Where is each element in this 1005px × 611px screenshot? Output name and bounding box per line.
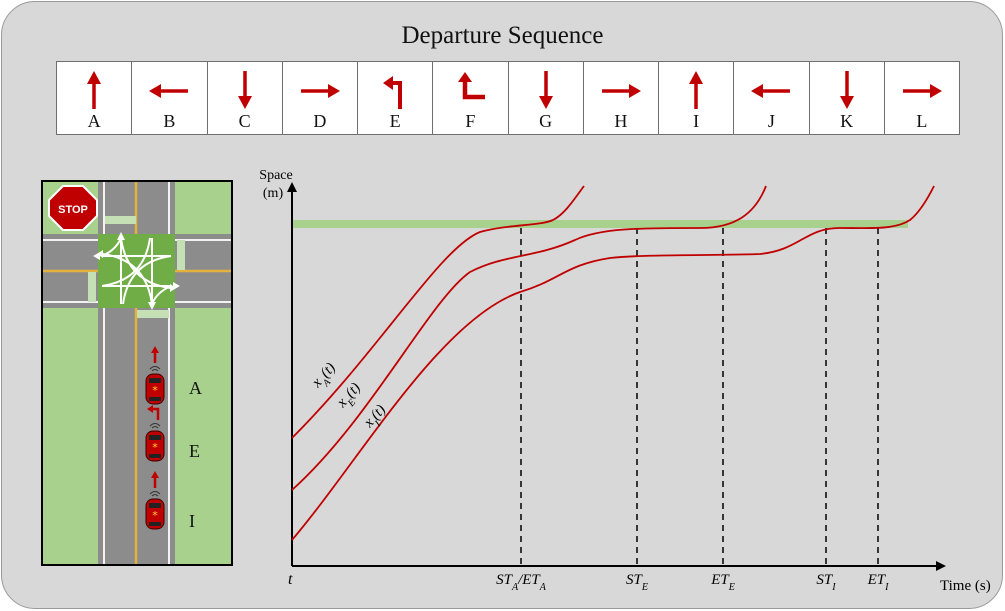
sequence-label: B — [163, 111, 176, 131]
sequence-cell: D — [283, 62, 358, 134]
arrow-down-icon — [839, 71, 854, 109]
trajectories — [291, 185, 935, 541]
grass-bottom-left — [43, 308, 98, 564]
sequence-cell: C — [208, 62, 283, 134]
arrow-left-icon — [751, 84, 791, 98]
stop-bar-west — [88, 272, 96, 302]
y-axis-unit: (m) — [263, 186, 284, 201]
intersection-illustration: STOP * * * — [41, 180, 233, 566]
sequence-label: K — [840, 111, 854, 131]
sequence-label: F — [465, 111, 476, 131]
arrow-up-icon — [87, 71, 102, 109]
arrow-down-icon — [237, 71, 252, 109]
tick-label-et-e: ETE — [710, 572, 735, 593]
path-arrowheads — [93, 232, 180, 310]
tick-label-st-et-a: STA/ETA — [496, 572, 547, 593]
trajectory-e — [291, 185, 767, 491]
sequence-cell: H — [584, 62, 659, 134]
origin-label: t — [288, 571, 293, 588]
vehicle: * — [145, 346, 165, 405]
svg-text:*: * — [152, 509, 158, 522]
sequence-label: I — [693, 111, 700, 131]
svg-text:*: * — [152, 384, 158, 397]
arrow-left-icon — [149, 84, 189, 98]
svg-text:*: * — [152, 441, 158, 454]
sequence-label: H — [614, 111, 628, 131]
trajectory-i — [291, 185, 935, 541]
grass-bottom-right — [175, 308, 231, 564]
intersection-frame — [41, 180, 233, 566]
sequence-label: C — [238, 111, 251, 131]
sequence-cell: B — [132, 62, 208, 134]
turn-left-arrow-icon — [383, 76, 403, 109]
sequence-label: L — [916, 111, 928, 131]
stop-bar-south — [137, 310, 169, 318]
sequence-label: D — [313, 111, 327, 131]
sequence-cell: F — [433, 62, 509, 134]
trajectory-a — [291, 185, 585, 439]
grass-top-right — [175, 182, 231, 234]
sequence-cell: J — [734, 62, 810, 134]
intersection-box — [98, 234, 175, 308]
y-axis-label: Space — [259, 168, 292, 183]
sequence-cell: G — [509, 62, 584, 134]
vehicle-queue: * * * — [145, 346, 165, 530]
arrow-down-icon — [538, 71, 553, 109]
lane-label-a: A — [189, 378, 202, 398]
vehicle: * — [145, 405, 165, 462]
diagram-title: Departure Sequence — [401, 22, 604, 49]
sequence-cell: E — [358, 62, 434, 134]
turn-arrow-icon — [458, 72, 486, 100]
sequence-cell: K — [810, 62, 885, 134]
sequence-cell: I — [659, 62, 735, 134]
sequence-label: G — [539, 111, 553, 131]
lane-label-i: I — [189, 511, 195, 531]
tick-labels: STA/ETA STE ETE STI ETI — [496, 572, 889, 593]
event-guides — [520, 228, 879, 566]
tick-label-et-i: ETI — [867, 572, 890, 593]
sequence-label: A — [87, 111, 101, 131]
arrow-up-icon — [689, 71, 704, 109]
sequence-cell: L — [885, 62, 959, 134]
arrow-right-icon — [902, 84, 942, 98]
sequence-label: J — [767, 111, 775, 131]
stop-bar-north — [105, 216, 136, 224]
sequence-label: E — [389, 111, 401, 131]
stop-sign-text: STOP — [58, 204, 88, 216]
tick-label-st-e: STE — [626, 572, 648, 593]
arrow-right-icon — [300, 84, 340, 98]
lane-label-e: E — [189, 441, 200, 461]
sequence-cell: A — [57, 62, 133, 134]
departure-sequence-table: A B C D E F G H I J K L — [56, 61, 960, 135]
arrow-right-icon — [601, 84, 641, 98]
stop-sign-icon: STOP — [48, 185, 98, 231]
tick-label-st-i: STI — [816, 572, 836, 593]
vehicle: * — [145, 471, 165, 530]
stop-bar-east — [177, 240, 185, 270]
x-axis-label: Time (s) — [940, 578, 991, 594]
conflict-zone-bar — [292, 220, 908, 228]
